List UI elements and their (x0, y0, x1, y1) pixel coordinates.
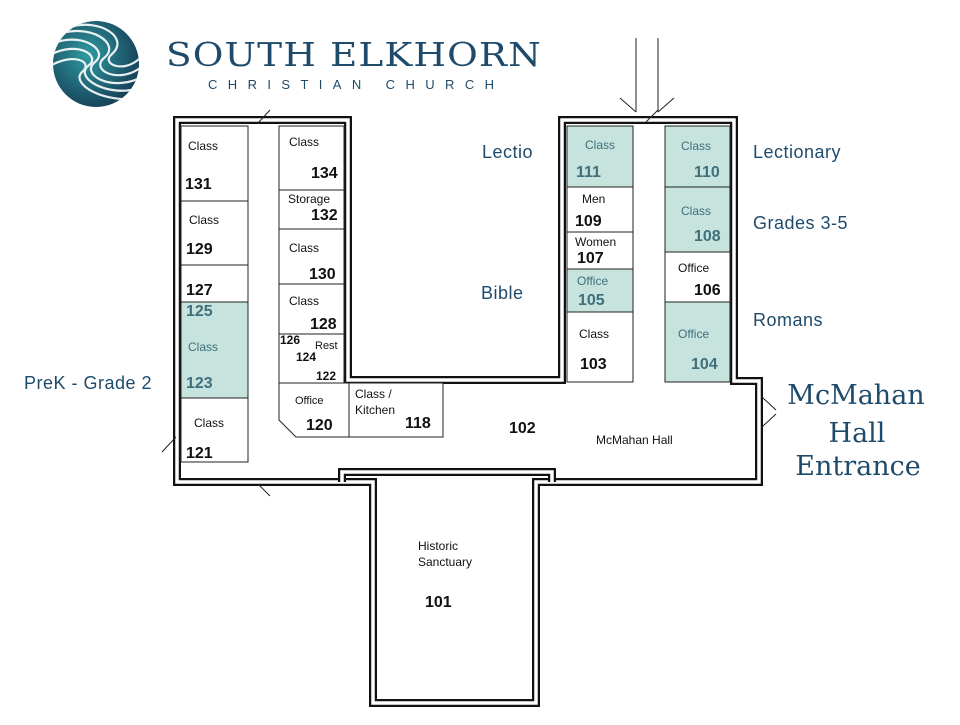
room-109-number: 109 (575, 213, 602, 230)
room-101-number: 101 (425, 594, 452, 611)
room-124-number: 124 (296, 350, 316, 364)
room-111-number: 111 (576, 164, 601, 181)
room-104-number: 104 (691, 356, 718, 373)
label-lectionary: Lectionary (753, 142, 841, 162)
label-romans: Romans (753, 310, 823, 330)
sanctuary-name-line2: Sanctuary (418, 555, 472, 569)
room-123-number: 123 (186, 375, 213, 392)
room-104-type: Office (678, 327, 709, 341)
room-110-number: 110 (694, 164, 720, 181)
room-134-type: Class (289, 135, 319, 149)
room-108-type: Class (681, 204, 711, 218)
room-134-number: 134 (311, 165, 338, 182)
room-130-type: Class (289, 241, 319, 255)
label-grades-3-5: Grades 3-5 (753, 213, 848, 233)
room-128-number: 128 (310, 316, 337, 333)
room-129-number: 129 (186, 241, 213, 258)
brand-name: SOUTH ELKHORN (166, 35, 542, 74)
room-130-number: 130 (309, 266, 336, 283)
room-106-type: Office (678, 261, 709, 275)
entrance-label-line3: Entrance (795, 451, 920, 482)
room-120-type: Office (295, 395, 324, 407)
door-markers (161, 38, 777, 497)
swirl-logo-icon (53, 21, 139, 107)
label-prek-grade-2: PreK - Grade 2 (24, 373, 152, 393)
room-109-type: Men (582, 192, 605, 206)
entrance-label-line2: Hall (829, 418, 886, 449)
room-103-number: 103 (580, 356, 607, 373)
room-128-type: Class (289, 294, 319, 308)
room-129-type: Class (189, 213, 219, 227)
brand-subtitle: CHRISTIAN CHURCH (208, 77, 500, 92)
restroom-label: Rest (315, 340, 338, 352)
building-outline (173, 116, 763, 707)
mcmahan-hall-label: McMahan Hall (596, 433, 673, 447)
room-131-number: 131 (185, 176, 212, 193)
room-102-number: 102 (509, 420, 536, 437)
room-121-number: 121 (186, 445, 213, 462)
room-107-number: 107 (577, 250, 604, 267)
room-122-number: 122 (316, 369, 336, 383)
entrance-label-line1: McMahan (787, 380, 924, 411)
room-123-type: Class (188, 340, 218, 354)
room-131-type: Class (188, 139, 218, 153)
room-132-number: 132 (311, 207, 338, 224)
room-121-type: Class (194, 416, 224, 430)
room-107-type: Women (575, 235, 616, 249)
room-126-number: 126 (280, 333, 300, 347)
room-103-type: Class (579, 327, 609, 341)
room-118-type-line1: Class / (355, 387, 392, 401)
room-106-number: 106 (694, 282, 721, 299)
room-105-type: Office (577, 274, 608, 288)
room-132-type: Storage (288, 192, 330, 206)
room-118-number: 118 (405, 415, 431, 432)
label-bible: Bible (481, 283, 524, 303)
label-lectio: Lectio (482, 142, 533, 162)
room-110-type: Class (681, 139, 711, 153)
room-111-type: Class (585, 138, 615, 152)
room-125-number: 125 (186, 303, 213, 320)
room-105-number: 105 (578, 292, 605, 309)
room-118-type-line2: Kitchen (355, 403, 395, 417)
sanctuary-name-line1: Historic (418, 539, 458, 553)
room-108-number: 108 (694, 228, 721, 245)
room-120-number: 120 (306, 417, 333, 434)
room-127-number: 127 (186, 282, 213, 299)
